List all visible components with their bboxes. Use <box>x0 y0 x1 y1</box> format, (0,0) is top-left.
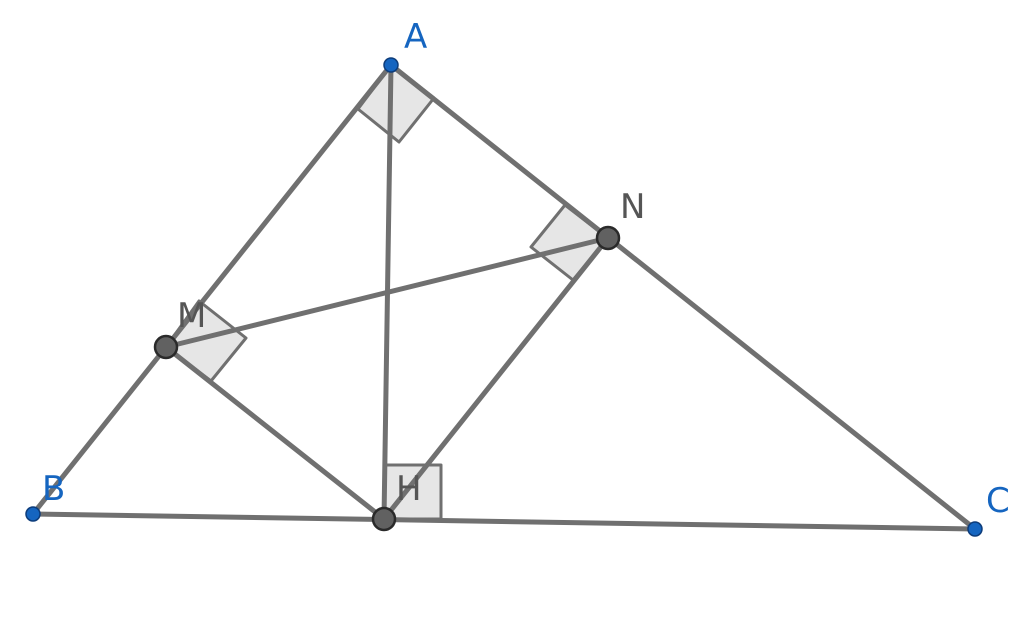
segment-mn <box>163 235 611 350</box>
point-a[interactable] <box>383 57 399 73</box>
segment-bc <box>30 511 978 532</box>
segment-nh <box>381 235 611 522</box>
label-m: M <box>177 296 206 336</box>
label-c: C <box>986 481 1010 521</box>
points <box>25 57 983 537</box>
label-b: B <box>42 469 65 509</box>
segment-ab <box>30 62 394 517</box>
segment-ac <box>388 62 978 532</box>
right-angle-marker-a <box>356 63 436 144</box>
label-h: H <box>396 469 422 509</box>
label-a: A <box>404 17 427 57</box>
point-m[interactable] <box>153 334 179 360</box>
point-b[interactable] <box>25 506 41 522</box>
point-h[interactable] <box>371 506 397 532</box>
segment-mh <box>163 344 387 522</box>
point-c[interactable] <box>967 521 983 537</box>
point-labels: A B C H M N <box>42 17 1010 521</box>
label-n: N <box>620 187 645 227</box>
point-n[interactable] <box>595 225 621 251</box>
segments <box>30 62 978 532</box>
